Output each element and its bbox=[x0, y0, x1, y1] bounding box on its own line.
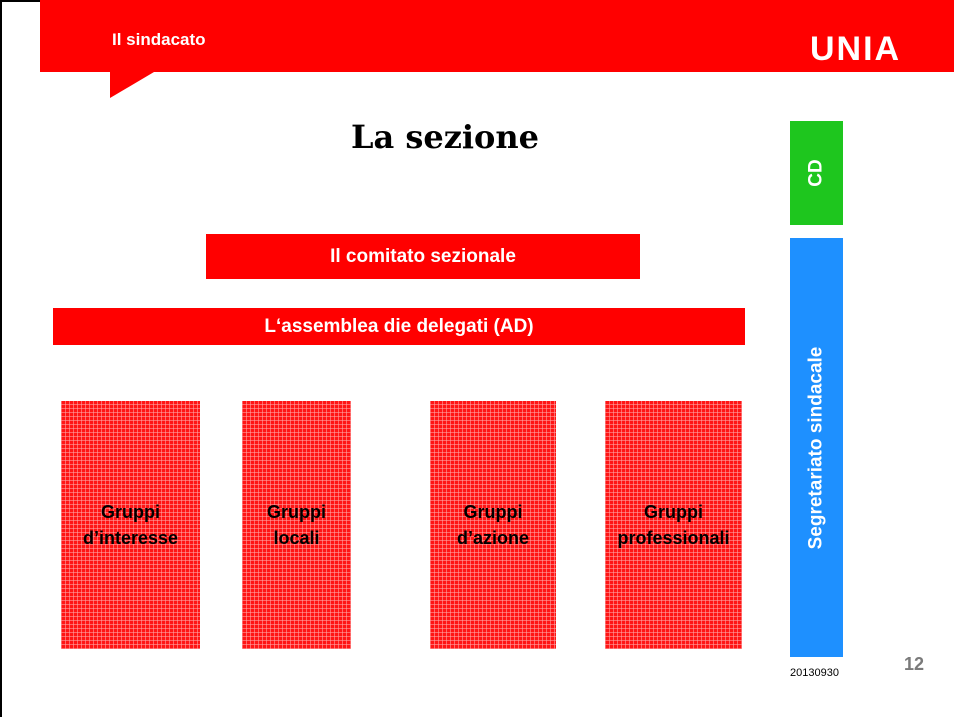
assemblea-delegati-box: L‘assemblea die delegati (AD) bbox=[53, 308, 745, 345]
slide-title: La sezione bbox=[350, 118, 540, 156]
header-title: Il sindacato bbox=[112, 30, 206, 49]
unia-logo: UNIA bbox=[810, 30, 902, 68]
header-band bbox=[40, 0, 954, 72]
group-label-locali: Gruppi locali bbox=[267, 502, 326, 548]
group-box-professionali: Gruppi professionali bbox=[605, 401, 742, 649]
group-box-locali: Gruppi locali bbox=[242, 401, 351, 649]
page-number: 12 bbox=[904, 654, 925, 674]
segretariato-label: Segretariato sindacale bbox=[805, 346, 827, 549]
date-label: 20130930 bbox=[790, 667, 839, 679]
comitato-sezionale-box: Il comitato sezionale bbox=[206, 234, 640, 279]
assemblea-delegati-label: L‘assemblea die delegati (AD) bbox=[264, 315, 534, 337]
group-label-interesse: Gruppi d’interesse bbox=[82, 502, 179, 548]
group-label-azione: Gruppi d’azione bbox=[456, 502, 529, 548]
group-box-azione: Gruppi d’azione bbox=[430, 401, 556, 649]
group-label-professionali: Gruppi professionali bbox=[617, 502, 730, 548]
comitato-sezionale-label: Il comitato sezionale bbox=[330, 245, 516, 267]
segretariato-box: Segretariato sindacale bbox=[790, 238, 843, 657]
header-notch bbox=[110, 72, 154, 98]
cd-label: CD bbox=[805, 159, 827, 187]
group-box-interesse: Gruppi d’interesse bbox=[61, 401, 200, 649]
cd-box: CD bbox=[790, 121, 843, 225]
